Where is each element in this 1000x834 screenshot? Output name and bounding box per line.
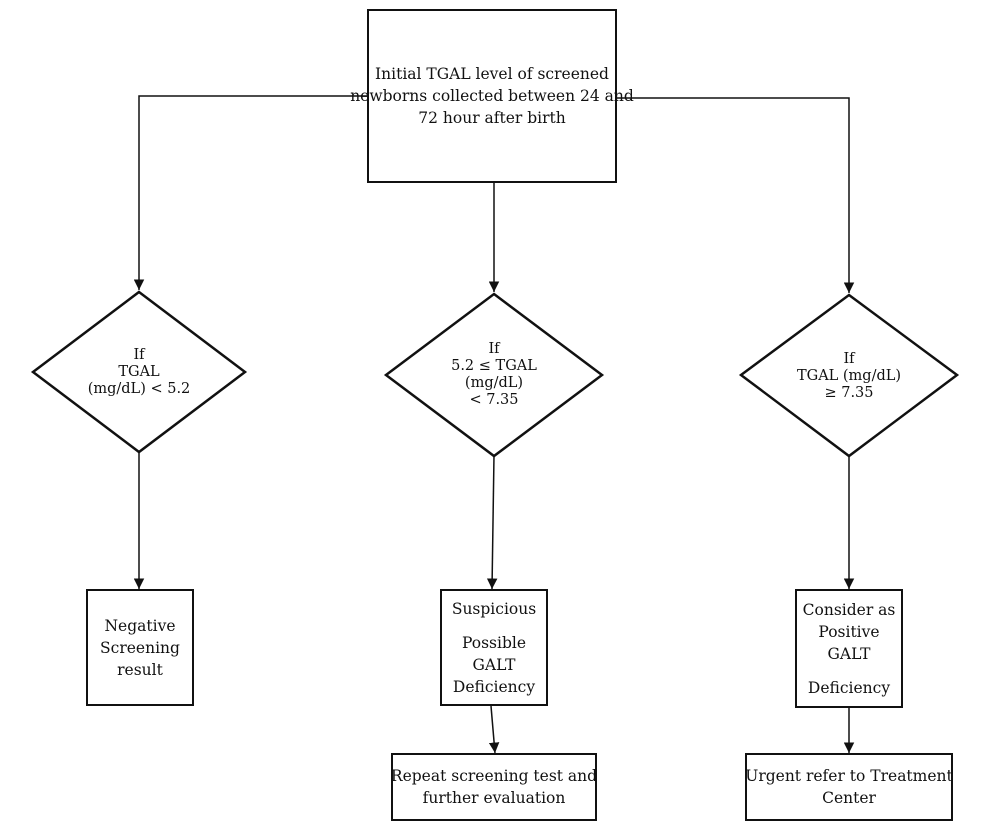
start-line-2: newborns collected between 24 and	[350, 87, 634, 105]
negative-line-1: Negative	[104, 616, 176, 635]
decision-low-line-3: (mg/dL) < 5.2	[87, 380, 191, 397]
decision-mid-line-3: (mg/dL)	[464, 375, 524, 391]
decision-low-line-2: TGAL	[118, 363, 160, 380]
connector-start-to-decision-low	[133, 95, 368, 290]
suspicious-line-1: Suspicious	[451, 599, 537, 618]
start-line-3: 72 hour after birth	[418, 109, 566, 127]
suspicious-line-3: GALT	[472, 655, 516, 674]
suspicious-line-4: Deficiency	[452, 677, 536, 696]
decision-high-label: If TGAL (mg/dL) ≥ 7.35	[763, 336, 935, 416]
decision-low-label: If TGAL (mg/dL) < 5.2	[55, 332, 223, 412]
decision-mid-line-4: < 7.35	[469, 392, 519, 408]
negative-line-3: result	[117, 660, 163, 679]
negative-result-box: Negative Screening result	[86, 589, 194, 706]
urgent-refer-box: Urgent refer to Treatment Center	[745, 753, 953, 821]
positive-line-2: Positive	[818, 622, 880, 641]
start-line-1: Initial TGAL level of screened	[375, 65, 609, 83]
decision-mid-diamond	[383, 292, 605, 458]
decision-high-diamond	[738, 293, 960, 458]
decision-high-line-3: ≥ 7.35	[824, 384, 874, 401]
positive-box: Consider as Positive GALT Deficiency	[795, 589, 903, 708]
repeat-line-2: further evaluation	[422, 789, 566, 807]
decision-low-diamond	[30, 290, 248, 454]
decision-high-line-1: If	[843, 350, 855, 367]
repeat-line-1: Repeat screening test and	[390, 767, 598, 785]
positive-line-3: GALT	[827, 644, 871, 663]
connector-suspicious-to-repeat	[488, 705, 500, 754]
positive-line-4: Deficiency	[807, 678, 891, 697]
refer-line-2: Center	[822, 789, 876, 807]
repeat-screening-box: Repeat screening test and further evalua…	[391, 753, 597, 821]
decision-mid-line-2: 5.2 ≤ TGAL	[451, 358, 537, 374]
decision-low-line-1: If	[133, 346, 145, 363]
decision-high-line-2: TGAL (mg/dL)	[796, 367, 902, 384]
negative-line-2: Screening	[100, 638, 180, 657]
connector-start-to-decision-high	[616, 97, 855, 293]
decision-mid-label: If 5.2 ≤ TGAL (mg/dL) < 7.35	[408, 334, 580, 416]
connector-decision-mid-to-suspicious	[486, 454, 498, 590]
positive-line-1: Consider as	[802, 600, 896, 619]
suspicious-box: Suspicious Possible GALT Deficiency	[440, 589, 548, 706]
suspicious-line-2: Possible	[461, 633, 527, 652]
start-box: Initial TGAL level of screened newborns …	[350, 9, 634, 183]
refer-line-1: Urgent refer to Treatment	[745, 767, 953, 785]
decision-mid-line-1: If	[488, 341, 500, 357]
